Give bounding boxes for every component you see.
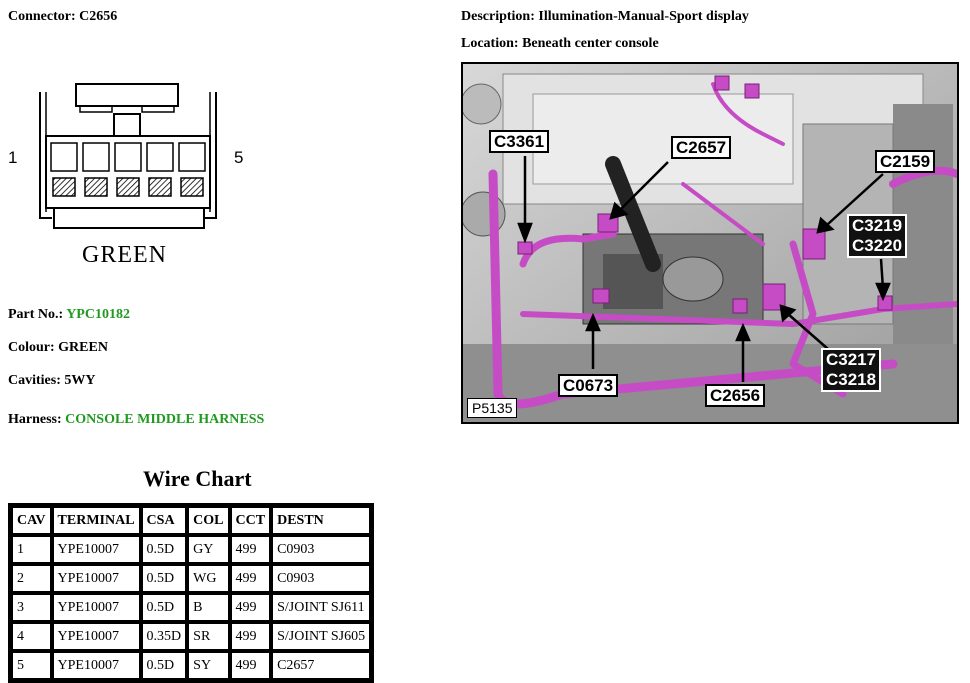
header-terminal: TERMINAL bbox=[52, 507, 140, 534]
cell-col: SR bbox=[188, 623, 229, 650]
photo-reference-tag: P5135 bbox=[467, 398, 518, 418]
callout-c0673: C0673 bbox=[558, 374, 619, 397]
harness-value[interactable]: CONSOLE MIDDLE HARNESS bbox=[65, 412, 265, 427]
cell-cav: 2 bbox=[12, 565, 51, 592]
table-row: 2 YPE10007 0.5D WG 499 C0903 bbox=[12, 565, 371, 592]
connector-face-diagram: 1 5 bbox=[0, 80, 300, 280]
table-row: 3 YPE10007 0.5D B 499 S/JOINT SJ611 bbox=[12, 594, 371, 621]
cell-csa: 0.5D bbox=[141, 536, 187, 563]
location-label: Location: Beneath center console bbox=[461, 36, 659, 52]
callout-c3361: C3361 bbox=[489, 130, 550, 153]
colour-row: Colour: GREEN bbox=[8, 340, 108, 356]
cell-csa: 0.5D bbox=[141, 652, 187, 679]
cell-cct: 499 bbox=[230, 652, 271, 679]
callout-c2656: C2656 bbox=[705, 384, 766, 407]
callout-c3219-c3220: C3219 C3220 bbox=[847, 214, 908, 258]
cell-destn: S/JOINT SJ605 bbox=[272, 623, 371, 650]
cell-destn: S/JOINT SJ611 bbox=[272, 594, 371, 621]
callout-c3217: C3217 bbox=[826, 350, 877, 369]
header-csa: CSA bbox=[141, 507, 187, 534]
cell-cct: 499 bbox=[230, 565, 271, 592]
location-photo: C3361 C2657 C2159 C3219 C3220 C3217 C321… bbox=[461, 62, 959, 424]
cell-terminal: YPE10007 bbox=[52, 536, 140, 563]
table-row: 5 YPE10007 0.5D SY 499 C2657 bbox=[12, 652, 371, 679]
callout-c2657: C2657 bbox=[671, 136, 732, 159]
cell-cct: 499 bbox=[230, 594, 271, 621]
connector-label-text: Connector: bbox=[8, 9, 76, 24]
cavities-row: Cavities: 5WY bbox=[8, 373, 96, 389]
cell-col: WG bbox=[188, 565, 229, 592]
cell-terminal: YPE10007 bbox=[52, 565, 140, 592]
description-label-text: Description: bbox=[461, 9, 535, 24]
cell-terminal: YPE10007 bbox=[52, 652, 140, 679]
harness-label: Harness: bbox=[8, 412, 62, 427]
wire-chart-header-row: CAV TERMINAL CSA COL CCT DESTN bbox=[12, 507, 371, 534]
header-cav: CAV bbox=[12, 507, 51, 534]
cell-cav: 3 bbox=[12, 594, 51, 621]
callout-c3220: C3220 bbox=[852, 236, 903, 255]
callout-c3217-c3218: C3217 C3218 bbox=[821, 348, 882, 392]
cell-destn: C0903 bbox=[272, 536, 371, 563]
harness-row: Harness: CONSOLE MIDDLE HARNESS bbox=[8, 412, 264, 428]
cell-csa: 0.35D bbox=[141, 623, 187, 650]
part-no-row: Part No.: YPC10182 bbox=[8, 307, 130, 323]
part-no-value[interactable]: YPC10182 bbox=[66, 307, 130, 322]
colour-label: Colour: bbox=[8, 340, 55, 355]
cell-csa: 0.5D bbox=[141, 594, 187, 621]
location-value: Beneath center console bbox=[522, 36, 659, 51]
wire-chart-title: Wire Chart bbox=[143, 466, 252, 491]
connector-value: C2656 bbox=[79, 9, 118, 24]
cell-terminal: YPE10007 bbox=[52, 594, 140, 621]
cell-col: GY bbox=[188, 536, 229, 563]
callout-c2159: C2159 bbox=[875, 150, 936, 173]
cell-destn: C0903 bbox=[272, 565, 371, 592]
cell-cct: 499 bbox=[230, 623, 271, 650]
pin-number-last: 5 bbox=[234, 148, 244, 167]
cell-csa: 0.5D bbox=[141, 565, 187, 592]
header-col: COL bbox=[188, 507, 229, 534]
cavities-value: 5WY bbox=[64, 373, 96, 388]
connector-body-colour: GREEN bbox=[82, 242, 167, 268]
cavities-label: Cavities: bbox=[8, 373, 61, 388]
cell-terminal: YPE10007 bbox=[52, 623, 140, 650]
header-destn: DESTN bbox=[272, 507, 371, 534]
cell-cav: 4 bbox=[12, 623, 51, 650]
table-row: 4 YPE10007 0.35D SR 499 S/JOINT SJ605 bbox=[12, 623, 371, 650]
pin-number-first: 1 bbox=[8, 148, 18, 167]
cell-col: B bbox=[188, 594, 229, 621]
connector-face-svg bbox=[39, 83, 217, 229]
part-no-label: Part No.: bbox=[8, 307, 64, 322]
header-cct: CCT bbox=[230, 507, 271, 534]
callout-c3218: C3218 bbox=[826, 370, 877, 389]
cell-destn: C2657 bbox=[272, 652, 371, 679]
callout-c3219: C3219 bbox=[852, 216, 903, 235]
connector-label: Connector: C2656 bbox=[8, 9, 117, 25]
cell-cav: 1 bbox=[12, 536, 51, 563]
description-label: Description: Illumination-Manual-Sport d… bbox=[461, 9, 749, 25]
cell-col: SY bbox=[188, 652, 229, 679]
wire-chart-table: CAV TERMINAL CSA COL CCT DESTN 1 YPE1000… bbox=[8, 503, 375, 683]
colour-value: GREEN bbox=[58, 340, 108, 355]
cell-cct: 499 bbox=[230, 536, 271, 563]
location-label-text: Location: bbox=[461, 36, 519, 51]
description-value: Illumination-Manual-Sport display bbox=[538, 9, 749, 24]
table-row: 1 YPE10007 0.5D GY 499 C0903 bbox=[12, 536, 371, 563]
cell-cav: 5 bbox=[12, 652, 51, 679]
